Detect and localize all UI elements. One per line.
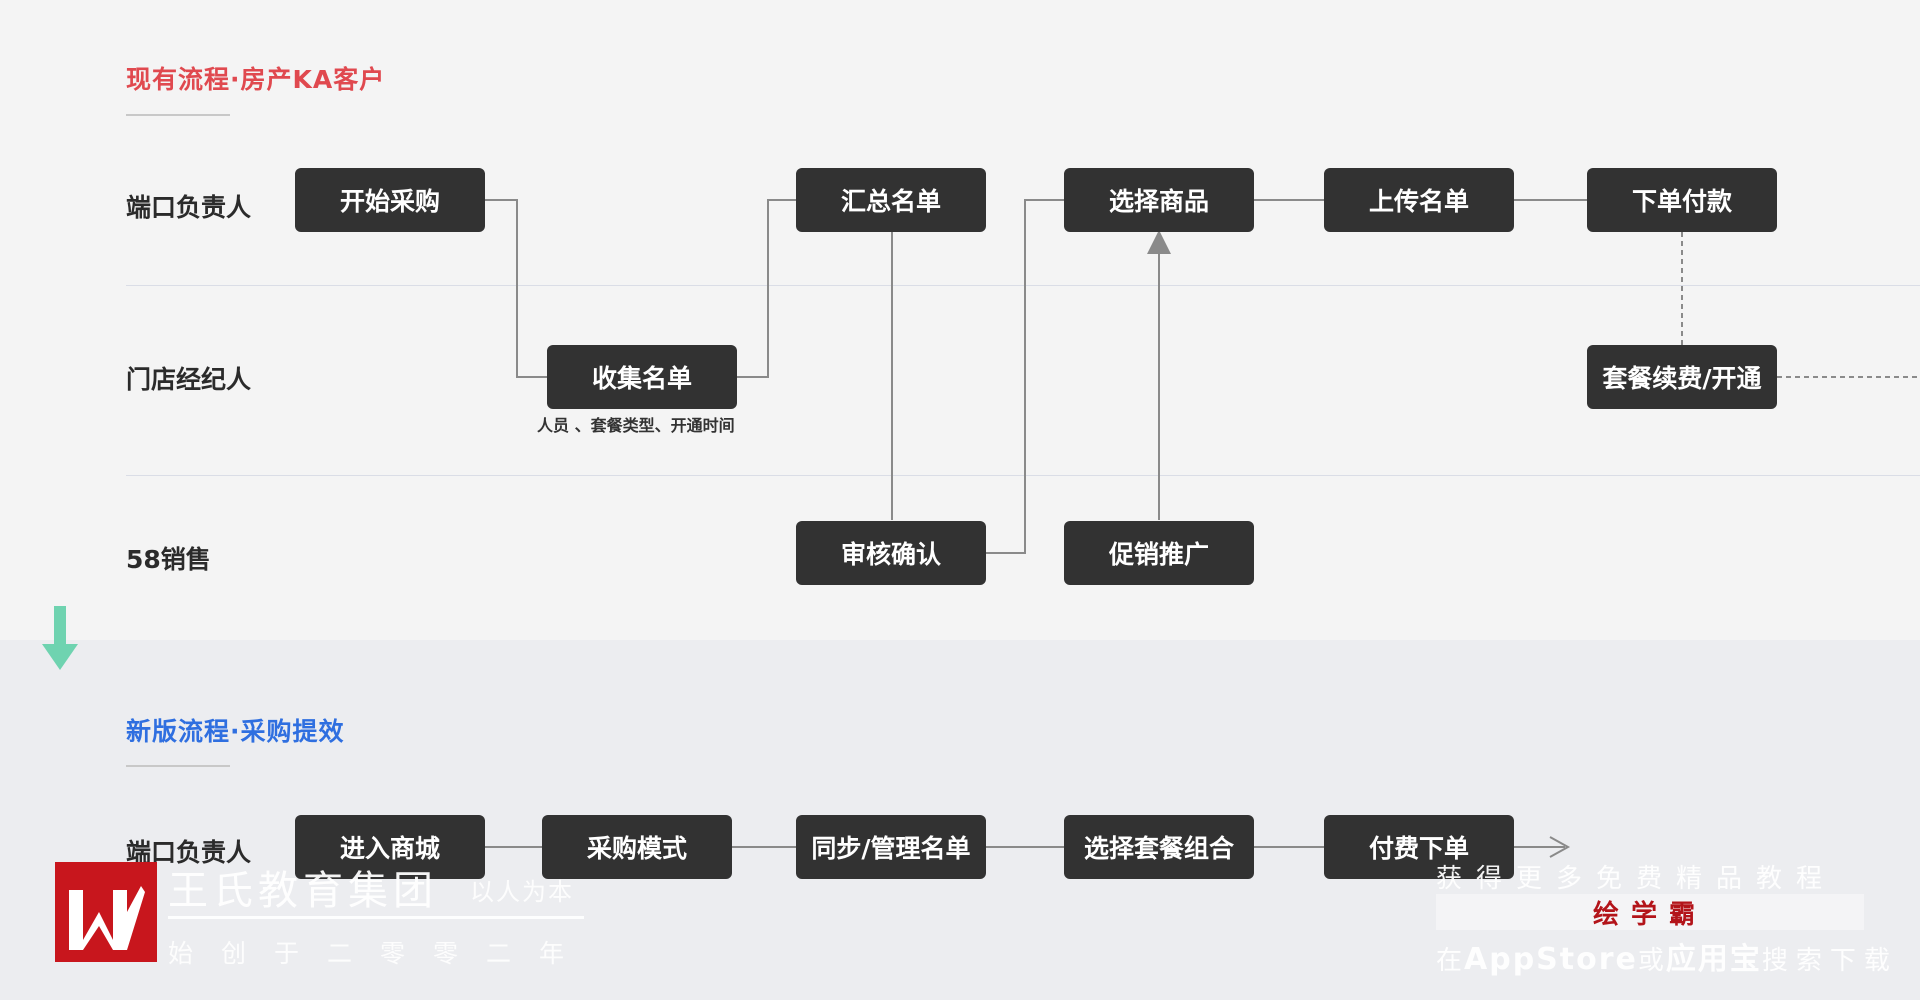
node-collect-list: 收集名单 [547,345,737,409]
node-review-confirm: 审核确认 [796,521,986,585]
new-flow-title-underline [126,765,230,767]
node-purchase-mode: 采购模式 [542,815,732,879]
lane-divider [126,285,1920,286]
node-enter-mall: 进入商城 [295,815,485,879]
watermark-slogan: 以人为本 [470,878,574,906]
ad-bottom-prefix: 在 [1436,946,1465,976]
ad-app-name-box: 绘学霸 [1436,894,1864,930]
down-arrow-icon [42,606,78,670]
ad-yyb: 应用宝 [1665,942,1762,977]
current-flow-title-underline [126,114,230,116]
ad-bottom-suffix: 搜索下载 [1761,946,1898,976]
lane-label-58-sales: 58销售 [126,545,211,574]
watermark-founded: 始创于二零零二年 [168,939,593,968]
watermark-org-name: 王氏教育集团 [168,868,438,914]
watermark-divider [168,916,584,919]
ad-top-text: 获得更多免费精品教程 [1436,864,1837,894]
node-package-renew: 套餐续费/开通 [1587,345,1777,409]
node-select-product: 选择商品 [1064,168,1254,232]
node-place-order-pay: 下单付款 [1587,168,1777,232]
logo-w-icon [69,886,145,950]
node-summary-list: 汇总名单 [796,168,986,232]
lane-label-store-agent: 门店经纪人 [126,365,252,394]
new-flow-title: 新版流程·采购提效 [126,717,345,746]
node-pay-order: 付费下单 [1324,815,1514,879]
ad-app-name: 绘学霸 [1592,899,1707,930]
node-select-package-combo: 选择套餐组合 [1064,815,1254,879]
ad-appstore: AppStore [1464,942,1638,977]
node-upload-list: 上传名单 [1324,168,1514,232]
node-promotion: 促销推广 [1064,521,1254,585]
ad-bottom-or: 或 [1637,946,1666,976]
lane-label-port-owner: 端口负责人 [126,193,252,222]
node-start-purchase: 开始采购 [295,168,485,232]
lane-divider [126,475,1920,476]
connector-collect-to-summary [737,199,796,378]
node-sync-manage-list: 同步/管理名单 [796,815,986,879]
connector-start-to-collect [485,199,547,378]
collect-list-note: 人员 、套餐类型、开通时间 [537,416,735,435]
ad-bottom-text: 在AppStore或应用宝搜索下载 [1436,934,1898,978]
connector-new-end-arrowhead [1549,836,1571,858]
wangshi-logo [55,862,157,962]
current-flow-title: 现有流程·房产KA客户 [126,65,386,94]
connector-review-to-select [986,199,1064,554]
